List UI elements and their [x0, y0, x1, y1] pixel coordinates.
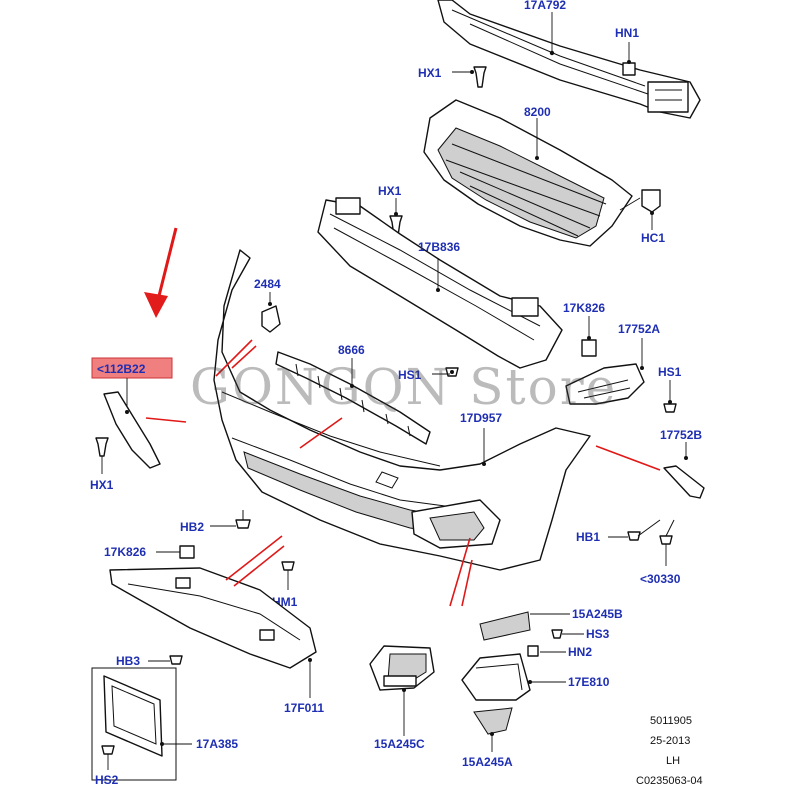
label-hx1-left: HX1: [90, 478, 114, 492]
label-30330: <30330: [640, 572, 681, 586]
label-8200: 8200: [524, 105, 551, 119]
label-hc1: HC1: [641, 231, 665, 245]
label-15A245C: 15A245C: [374, 737, 425, 751]
label-17K826-right: 17K826: [563, 301, 605, 315]
clip-hc1: [641, 189, 661, 215]
code-line-3: LH: [666, 755, 680, 767]
label-hs1-mid: HS1: [398, 368, 422, 382]
clip-hm1: [281, 561, 295, 571]
bracket-17k826-right: [581, 336, 597, 357]
code-line-4: C0235063-04: [636, 775, 703, 787]
bracket-17k826-left: [179, 545, 195, 559]
highlight-112b22: [91, 357, 173, 379]
fog-grille-15a245b: [479, 611, 531, 641]
label-hn1: HN1: [615, 26, 639, 40]
fog-grille-15a245a: [473, 707, 513, 736]
bumper-cover: [213, 249, 591, 571]
label-hb1: HB1: [576, 530, 600, 544]
screw-hx1-left: [95, 437, 109, 457]
label-17B836: 17B836: [418, 240, 460, 254]
bezel-17e810: [461, 653, 532, 701]
label-hb2: HB2: [180, 520, 204, 534]
label-15A245A: 15A245A: [462, 755, 513, 769]
code-line-1: 5011905: [650, 715, 692, 727]
nut-hn2: [527, 645, 539, 657]
label-17752A: 17752A: [618, 322, 660, 336]
reinforcement-beam: [437, 0, 701, 119]
label-17752B: 17752B: [660, 428, 702, 442]
label-15A245B: 15A245B: [572, 607, 623, 621]
label-hx1-mid: HX1: [378, 184, 402, 198]
bolt-hb3: [169, 655, 183, 665]
inset-frame: [91, 667, 177, 781]
bolt-hb2: [235, 510, 251, 529]
screw-hs2: [101, 745, 115, 755]
bolt-hb1: [627, 519, 661, 541]
undertray: [109, 567, 317, 669]
screw-30330: [659, 519, 675, 545]
label-17F011: 17F011: [284, 701, 324, 715]
upper-carrier: [317, 197, 563, 369]
fog-bezel-left: [369, 645, 435, 692]
label-hs3: HS3: [586, 627, 610, 641]
label-17A385: 17A385: [196, 737, 238, 751]
label-17D957: 17D957: [460, 411, 502, 425]
licence-plate-bracket: [103, 675, 164, 757]
grille: [423, 99, 633, 247]
screw-hs1-right: [663, 400, 677, 413]
lower-grille-strip: [275, 351, 431, 445]
label-hb3: HB3: [116, 654, 140, 668]
watermark: GONGQN Store: [190, 358, 617, 416]
trim-17752b: [663, 456, 705, 499]
label-17E810: 17E810: [568, 675, 610, 689]
label-8666: 8666: [338, 343, 365, 357]
screw-hx1-top: [470, 66, 487, 88]
label-hs1-right: HS1: [658, 365, 682, 379]
screw-hs3: [551, 629, 563, 639]
label-hs2: HS2: [95, 773, 119, 787]
label-hx1-top: HX1: [418, 66, 442, 80]
label-17A792: 17A792: [524, 0, 566, 12]
bracket-2484: [261, 302, 281, 333]
label-hn2: HN2: [568, 645, 592, 659]
label-2484: 2484: [254, 277, 281, 291]
label-17K826-left: 17K826: [104, 545, 146, 559]
label-112B22: <112B22: [97, 362, 146, 376]
red-callouts: [144, 227, 661, 607]
code-line-2: 25-2013: [650, 735, 690, 747]
nut-hn1: [622, 60, 636, 76]
bracket-112b22: [103, 391, 161, 469]
